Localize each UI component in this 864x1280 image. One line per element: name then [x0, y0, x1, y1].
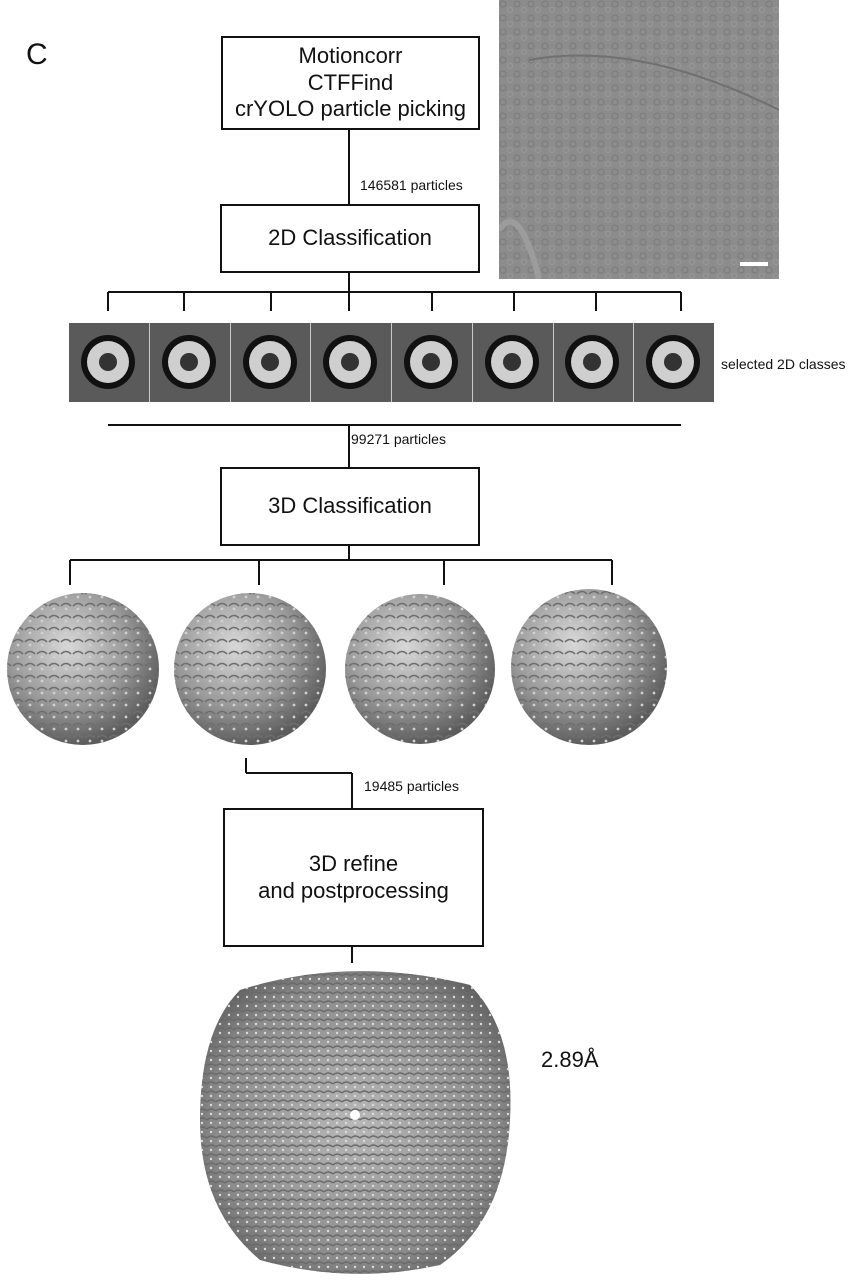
step-box-3d-refine: 3D refine and postprocessing [223, 808, 484, 947]
micrograph-texture [499, 0, 779, 279]
scale-bar [740, 262, 768, 266]
count-after-picking: 146581 particles [360, 177, 463, 193]
micrograph-image [499, 0, 779, 279]
step-box-preprocessing: Motioncorr CTFFind crYOLO particle picki… [221, 36, 480, 130]
step-line: 3D Classification [268, 493, 432, 519]
step-line: Motioncorr [298, 43, 403, 69]
step-line: and postprocessing [258, 877, 449, 903]
count-after-3d: 19485 particles [364, 778, 459, 794]
step-line: 3D refine [308, 851, 399, 877]
count-after-2d: 99271 particles [351, 431, 446, 447]
step-box-3d-classification: 3D Classification [220, 467, 480, 546]
3d-class-map [345, 594, 495, 744]
step-box-2d-classification: 2D Classification [220, 204, 480, 273]
step-line: crYOLO particle picking [234, 96, 467, 122]
step-line: CTFFind [307, 69, 394, 95]
3d-class-map [7, 593, 159, 745]
selected-2d-classes-label: selected 2D classes [721, 356, 846, 372]
step-line: 2D Classification [268, 225, 432, 251]
resolution-label: 2.89Å [541, 1047, 599, 1072]
3d-class-map [511, 589, 667, 745]
panel-label: C [26, 38, 48, 71]
3d-class-map [174, 593, 326, 745]
